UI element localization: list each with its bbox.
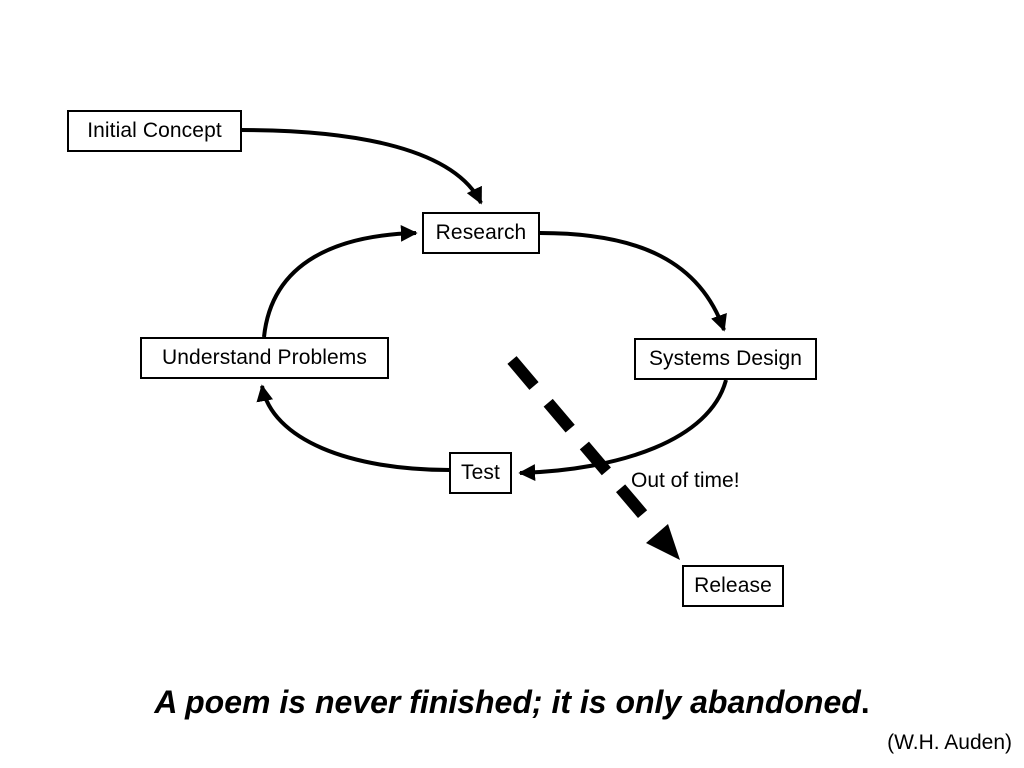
arrow-research-to-systems-design <box>539 231 727 332</box>
arrow-systems-design-to-test <box>518 379 728 481</box>
node-initial-concept: Initial Concept <box>67 110 242 152</box>
node-systems-design: Systems Design <box>634 338 817 380</box>
dashed-arrow-head <box>646 524 680 560</box>
label-out-of-time: Out of time! <box>631 469 740 492</box>
quote-author: (W.H. Auden) <box>887 731 1012 754</box>
quote-body: A poem is never finished; it is only aba… <box>154 684 861 720</box>
arrow-initial-to-research <box>240 128 483 205</box>
arrow-understand-problems-to-research <box>262 225 418 338</box>
node-research: Research <box>422 212 540 254</box>
quote-period: . <box>860 684 870 720</box>
node-release: Release <box>682 565 784 607</box>
quote-text: A poem is never finished; it is only aba… <box>0 684 1024 721</box>
arrow-test-to-understand-problems <box>256 384 451 472</box>
node-understand-problems: Understand Problems <box>140 337 389 379</box>
node-test: Test <box>449 452 512 494</box>
dashed-arrow-to-release <box>507 356 661 534</box>
